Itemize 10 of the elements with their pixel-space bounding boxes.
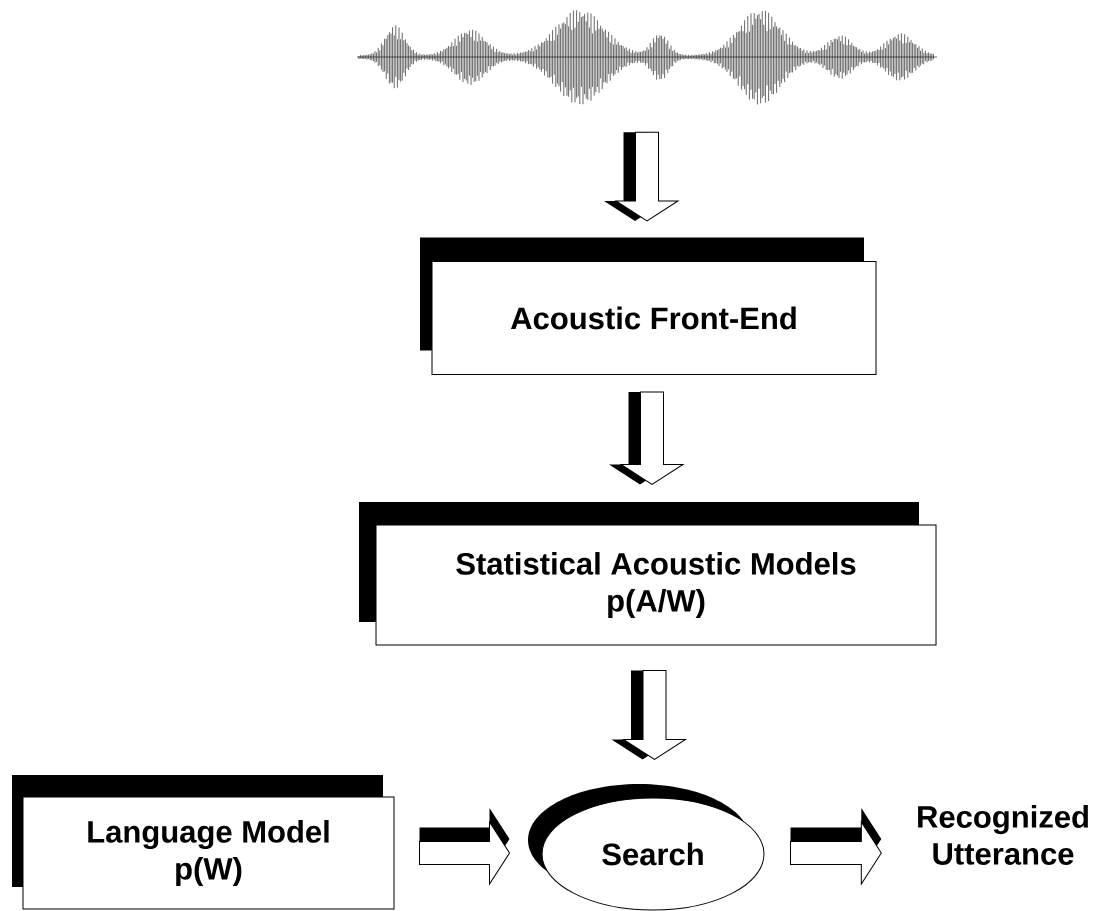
process-box: Statistical Acoustic Models p(A/W) (359, 502, 937, 646)
block-arrow (609, 391, 684, 485)
process-box: Language Model p(W) (12, 775, 395, 910)
process-box: Acoustic Front-End (420, 237, 877, 375)
block-arrow (611, 670, 686, 760)
block-arrow (419, 808, 510, 885)
block-arrow (790, 808, 882, 885)
block-arrow (604, 131, 679, 222)
output-label: Recognized Utterance (918, 805, 1088, 865)
waveform-drawing (356, 10, 938, 105)
